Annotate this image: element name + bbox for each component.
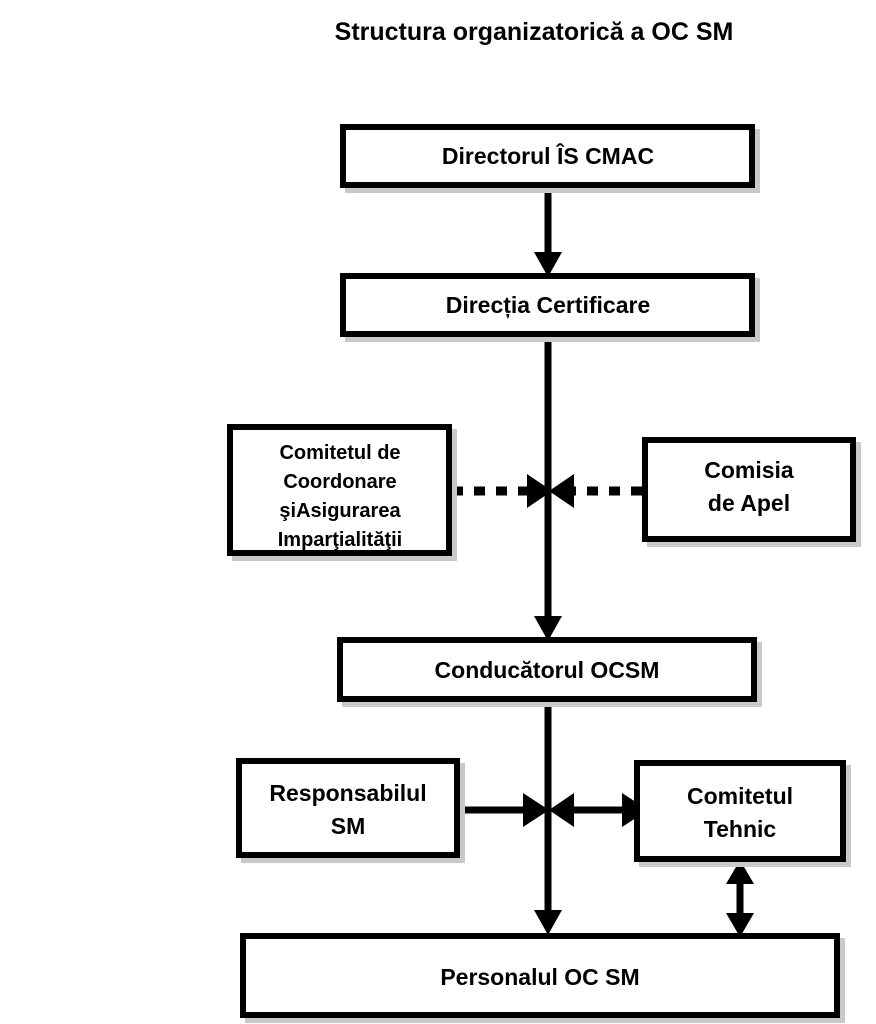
node-box[interactable] — [340, 273, 755, 337]
arrow-head-left-icon — [549, 793, 574, 827]
node-box[interactable] — [642, 437, 856, 542]
node-label-line-1: Comitetul de — [279, 442, 400, 464]
node-box[interactable] — [337, 637, 757, 702]
node-label-line-2: Tehnic — [704, 816, 777, 842]
node-box[interactable] — [236, 758, 460, 858]
node-label-line-4: Imparţialităţii — [278, 529, 402, 551]
node-comitet-tehnic[interactable]: Comitetul Tehnic — [634, 760, 851, 867]
node-directia-certificare[interactable]: Direcția Certificare — [340, 273, 760, 342]
connector-tehnic-to-personal — [726, 860, 754, 937]
node-conducator-ocsm[interactable]: Conducătorul OCSM — [337, 637, 762, 707]
node-box[interactable] — [240, 933, 840, 1018]
arrow-head-up-icon — [726, 860, 754, 884]
connector-responsabil-to-spine — [460, 793, 549, 827]
connector-spine-to-tehnic — [549, 793, 648, 827]
node-label-line-2: Coordonare — [283, 471, 396, 493]
node-label-line-3: şiAsigurarea — [279, 500, 401, 522]
node-label: Directorul ÎS CMAC — [442, 142, 654, 169]
connector-layer — [452, 188, 754, 937]
arrow-head-left-icon — [549, 474, 574, 508]
node-comisia-apel[interactable]: Comisia de Apel — [642, 437, 861, 547]
node-box[interactable] — [340, 124, 755, 188]
node-label: Conducătorul OCSM — [435, 657, 660, 683]
node-box[interactable] — [634, 760, 846, 862]
arrow-head-down-icon — [534, 910, 562, 935]
node-box[interactable] — [227, 424, 452, 556]
node-responsabil-sm[interactable]: Responsabilul SM — [236, 758, 465, 863]
arrow-head-down-icon — [534, 252, 562, 277]
node-comitet-coordonare[interactable]: Comitetul de Coordonare şiAsigurarea Imp… — [227, 424, 457, 561]
diagram-title: Structura organizatorică a OC SM — [335, 18, 734, 46]
arrow-head-right-icon — [523, 793, 549, 827]
connector-conducator-to-personal — [534, 702, 562, 935]
node-label-line-2: de Apel — [708, 490, 790, 516]
arrow-head-down-icon — [534, 616, 562, 641]
node-label: Direcția Certificare — [446, 292, 651, 319]
node-personal-oc-sm[interactable]: Personalul OC SM — [240, 933, 845, 1023]
arrow-head-down-icon — [726, 913, 754, 937]
arrow-head-right-icon — [527, 474, 552, 508]
node-director[interactable]: Directorul ÎS CMAC — [340, 124, 760, 193]
connector-director-to-directia — [534, 188, 562, 277]
node-label: Personalul OC SM — [440, 964, 639, 990]
node-label-line-2: SM — [331, 813, 366, 839]
connector-apel-to-spine — [549, 474, 642, 508]
connector-directia-to-conducator — [534, 337, 562, 641]
connector-coordonare-to-spine — [452, 474, 552, 508]
node-label-line-1: Comitetul — [687, 783, 793, 809]
node-label-line-1: Comisia — [704, 457, 794, 483]
node-label-line-1: Responsabilul — [269, 780, 426, 806]
